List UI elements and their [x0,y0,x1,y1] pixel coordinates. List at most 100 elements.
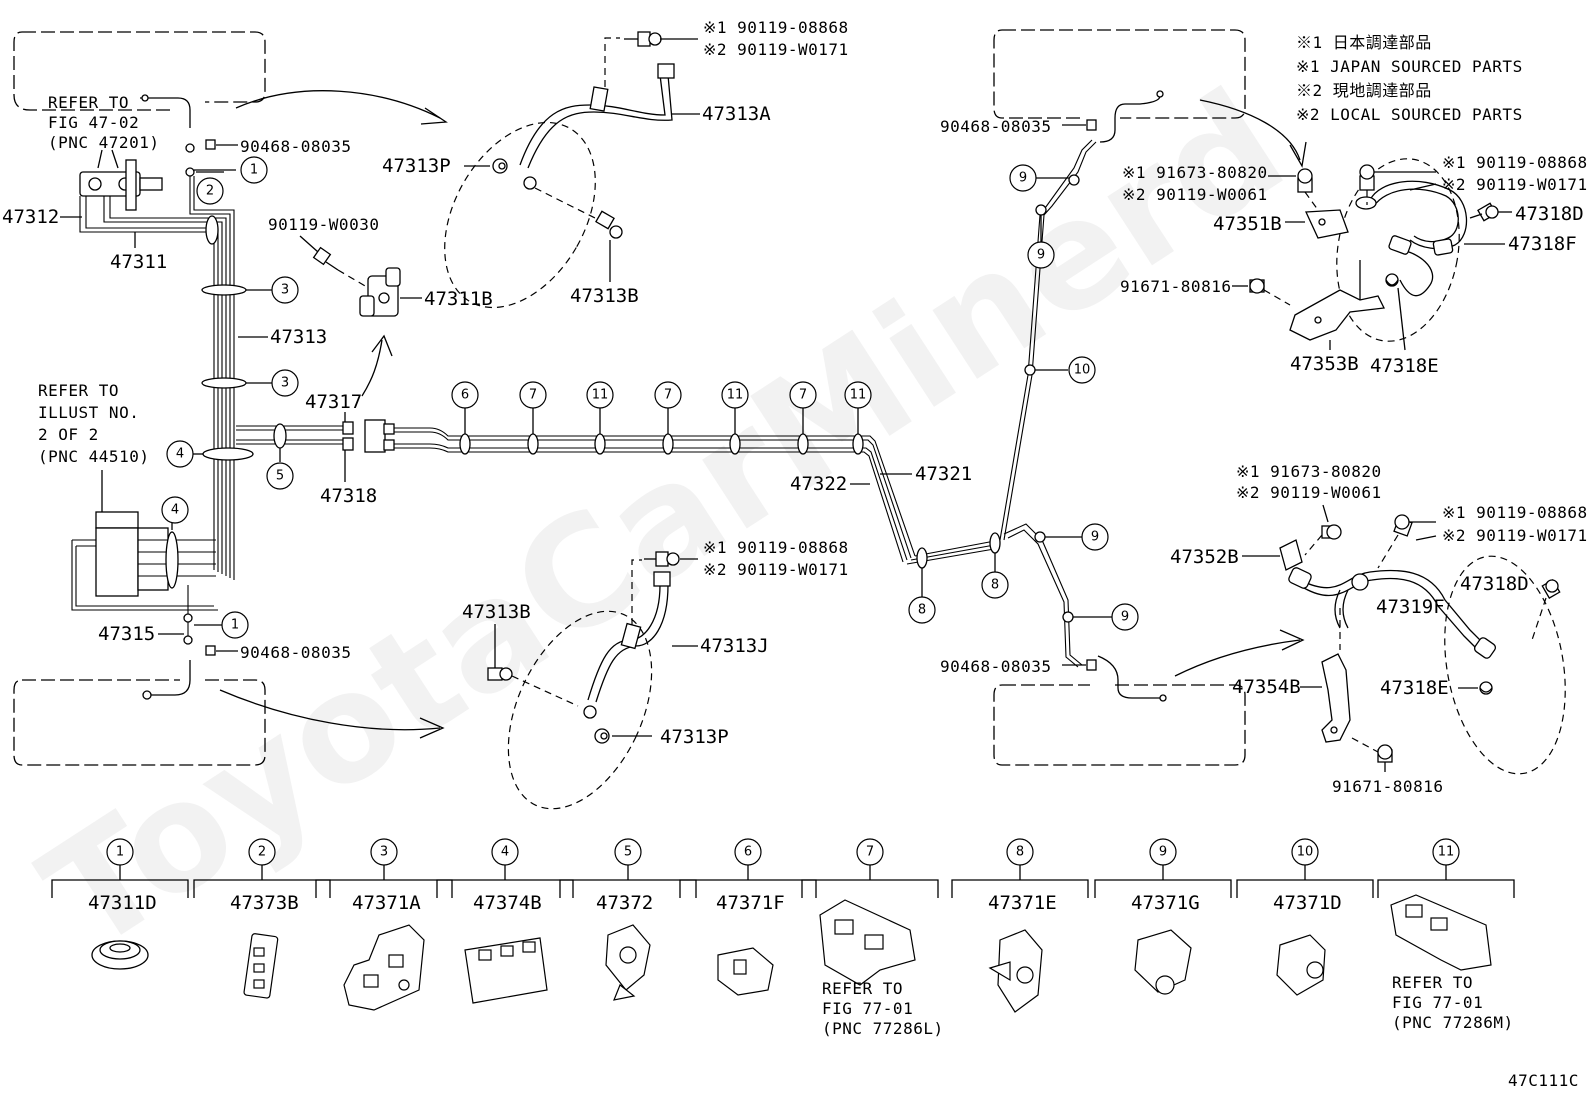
part-47313a: 47313A [702,103,771,125]
bracket-47352b [1279,539,1303,571]
svg-text:8: 8 [991,578,999,593]
part-47318: 47318 [320,485,377,507]
catalog-callout-number: 11 [1438,845,1455,860]
svg-text:1: 1 [250,163,258,178]
part-47318e-bottom: 47318E [1380,677,1449,699]
svg-text:2 OF 2: 2 OF 2 [38,425,99,444]
clip-catalog: 147311D247373B347371A447374B547372647371… [51,838,1515,1013]
bolt-47313j [644,551,680,567]
bolt-90119-w0030 [312,246,339,271]
svg-text:1: 1 [231,618,239,633]
part-47318d-top: 47318D [1515,203,1584,225]
svg-text:FIG 77-01: FIG 77-01 [1392,993,1483,1012]
part-47322: 47322 [790,473,847,495]
screw-47351b-local: ※2 90119-W0061 [1122,185,1268,204]
catalog-item-11: 11 [1377,838,1515,971]
bolt-47319f-jp: ※1 90119-08868 [1442,503,1588,522]
union-47317 [342,419,395,453]
screw-91671-top [1249,278,1265,294]
catalog-item-6: 6 47371F [679,838,817,996]
svg-text:3: 3 [281,283,289,298]
bolt-top-right [1359,164,1375,191]
bracket-47354b [1321,653,1351,743]
part-47317: 47317 [305,391,362,413]
bracket-47351b [1305,209,1349,239]
screw-47352b-jp: ※1 91673-80820 [1236,462,1382,481]
part-47313p-bottom: 47313P [660,726,729,748]
reference-box-top-right [993,29,1246,119]
svg-text:(PNC 47201): (PNC 47201) [48,133,159,152]
part-47354b: 47354B [1232,676,1301,698]
hose-47313j [583,571,671,719]
svg-text:4: 4 [171,503,179,518]
svg-text:7: 7 [529,388,537,403]
master-cylinder-fitting [79,149,163,211]
svg-text:11: 11 [850,388,867,403]
detail-circle-bottom-right [1444,555,1566,775]
hose-47313a [519,63,675,190]
part-47353b: 47353B [1290,353,1359,375]
svg-text:※2 現地調達部品: ※2 現地調達部品 [1296,81,1432,100]
catalog-callout-number: 4 [501,845,509,860]
clip-47318e-top [1385,273,1399,287]
bolt-47319f-local: ※2 90119-W0171 [1442,526,1588,545]
svg-text:11: 11 [592,388,609,403]
svg-text:9: 9 [1037,248,1045,263]
svg-text:9: 9 [1121,610,1129,625]
part-47352b: 47352B [1170,546,1239,568]
bolt-top-right-local: ※2 90119-W0171 [1442,175,1588,194]
catalog-part-number: 47372 [596,892,653,914]
detail-circle-top-right [1336,158,1460,342]
reference-box-top-left [13,31,266,111]
callouts-horizontal-bundle: 6 7 11 7 11 7 11 [451,381,872,434]
bolt-47319f [1393,514,1413,537]
svg-text:5: 5 [276,469,284,484]
svg-text:ILLUST NO.: ILLUST NO. [38,403,139,422]
part-47313b-bottom: 47313B [462,601,531,623]
part-91671-top: 91671-80816 [1120,277,1231,296]
bolt-47318d-bottom [1541,579,1561,599]
refer-note-fig-47-02: REFER TO FIG 47-02 (PNC 47201) [48,93,159,152]
bracket-47353b [1289,260,1385,341]
part-47312: 47312 [2,206,59,228]
reference-box-bottom-right [993,684,1246,766]
svg-text:REFER TO: REFER TO [48,93,129,112]
part-90468-top-right: 90468-08035 [940,117,1051,136]
svg-text:8: 8 [918,603,926,618]
arrow-up-47311b [361,339,383,397]
screw-91671-bottom [1377,744,1393,763]
part-47318e-top: 47318E [1370,355,1439,377]
part-90468-top: 90468-08035 [240,137,351,156]
svg-text:9: 9 [1091,530,1099,545]
svg-text:7: 7 [799,388,807,403]
clip-47313p-top [492,158,508,174]
reference-box-bottom-left [13,679,266,766]
arrow-bottom-left [219,689,441,731]
svg-text:9: 9 [1019,171,1027,186]
svg-text:※1 JAPAN SOURCED PARTS: ※1 JAPAN SOURCED PARTS [1296,57,1523,76]
bolt-47313j-local: ※2 90119-W0171 [703,560,849,579]
catalog-part-number: 47371F [716,892,785,914]
catalog-callout-number: 10 [1297,845,1314,860]
bolt-47313a-jp: ※1 90119-08868 [703,18,849,37]
catalog-part-number: 47371G [1131,892,1200,914]
svg-text:REFER TO: REFER TO [38,381,119,400]
hose-47318f [1355,180,1468,297]
refer-note-illust: REFER TO ILLUST NO. 2 OF 2 (PNC 44510) [38,381,149,466]
pipe-bundle-main [79,176,345,580]
svg-text:6: 6 [461,388,469,403]
catalog-callout-number: 6 [744,845,752,860]
pipe-bundle-horizontal [394,427,1001,565]
hose-47319f [1288,567,1497,659]
screw-47351b [1297,168,1313,193]
svg-text:REFER TO: REFER TO [822,979,903,998]
part-47313b-top: 47313B [570,285,639,307]
bolt-47313b-bottom [487,667,513,681]
